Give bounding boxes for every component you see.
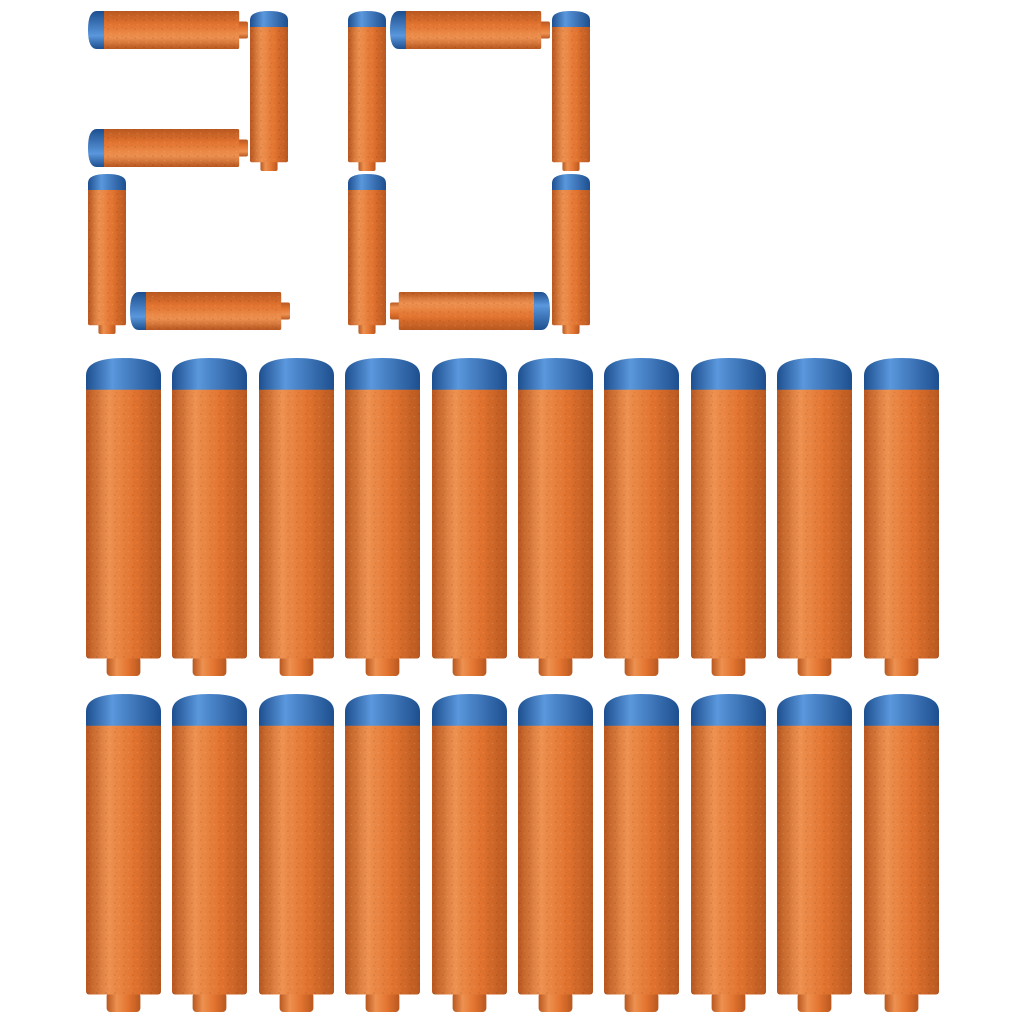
- foam-dart: [777, 358, 852, 676]
- foam-dart: [777, 694, 852, 1012]
- foam-dart: [691, 358, 766, 676]
- numeral-dart: [130, 292, 290, 330]
- numeral-dart: [88, 174, 126, 334]
- numeral-dart: [390, 11, 550, 49]
- numeral-dart: [88, 11, 248, 49]
- foam-dart: [518, 694, 593, 1012]
- foam-dart: [86, 358, 161, 676]
- foam-dart: [345, 694, 420, 1012]
- foam-dart: [345, 358, 420, 676]
- foam-dart: [604, 358, 679, 676]
- numeral-dart: [348, 11, 386, 171]
- foam-dart: [864, 358, 939, 676]
- numeral-dart: [552, 174, 590, 334]
- numeral-dart: [552, 11, 590, 171]
- foam-dart: [604, 694, 679, 1012]
- numeral-dart: [390, 292, 550, 330]
- foam-dart: [864, 694, 939, 1012]
- foam-dart: [691, 694, 766, 1012]
- foam-dart: [172, 694, 247, 1012]
- foam-dart: [518, 358, 593, 676]
- numeral-dart: [88, 129, 248, 167]
- numeral-dart: [348, 174, 386, 334]
- foam-dart: [432, 358, 507, 676]
- foam-dart: [432, 694, 507, 1012]
- foam-dart: [86, 694, 161, 1012]
- foam-dart: [172, 358, 247, 676]
- foam-dart: [259, 358, 334, 676]
- numeral-dart: [250, 11, 288, 171]
- foam-dart: [259, 694, 334, 1012]
